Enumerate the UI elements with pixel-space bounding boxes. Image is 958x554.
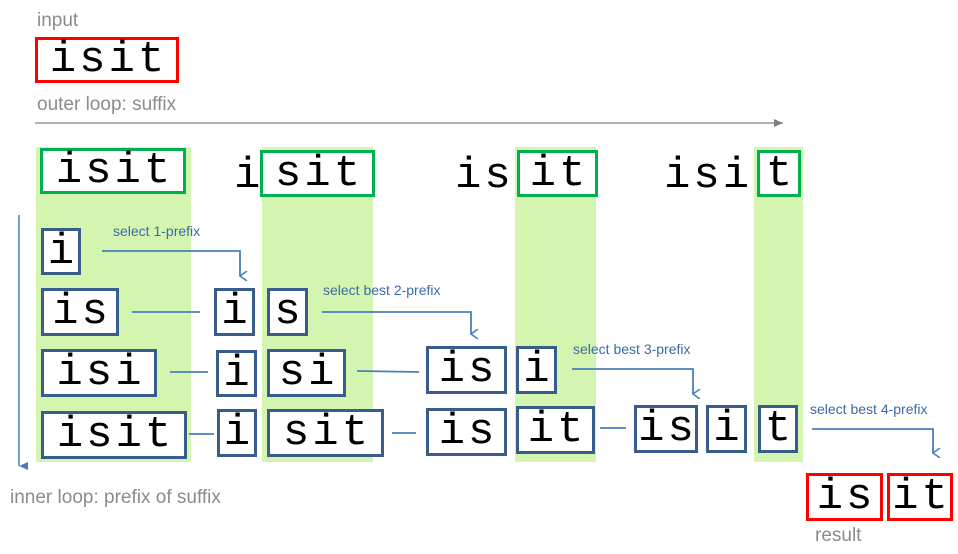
prefix-box: is <box>426 408 507 456</box>
prefix-box: sit <box>267 409 384 457</box>
input-box: isit <box>35 37 179 83</box>
prefix-box: i <box>217 409 257 457</box>
inner-loop-label: inner loop: prefix of suffix <box>10 487 221 508</box>
result-label: result <box>815 525 862 546</box>
suffix-prefix-text: isi <box>664 151 753 201</box>
prefix-box: t <box>758 405 798 453</box>
select-1-arrow <box>102 250 240 276</box>
prefix-box: i <box>216 350 257 397</box>
step-label-4: select best 4-prefix <box>810 401 928 417</box>
input-label: input <box>37 10 79 31</box>
connector <box>356 370 420 373</box>
suffix-box: sit <box>260 150 375 197</box>
result-box: it <box>887 473 953 521</box>
suffix-prefix-text: is <box>455 151 514 201</box>
prefix-box: is <box>426 346 507 394</box>
outer-loop-label: outer loop: suffix <box>37 94 177 115</box>
step-label-1: select 1-prefix <box>113 223 201 239</box>
prefix-box: is <box>41 288 119 336</box>
prefix-box: isi <box>41 349 157 397</box>
select-2-arrow <box>322 311 471 334</box>
suffix-prefix-text: i <box>234 151 264 201</box>
prefix-box: i <box>516 346 557 394</box>
prefix-box: i <box>214 288 255 336</box>
suffix-box: t <box>757 150 801 197</box>
prefix-box: isit <box>41 411 187 459</box>
prefix-box: si <box>267 349 346 397</box>
prefix-box: is <box>634 405 698 453</box>
prefix-box: it <box>516 406 595 454</box>
prefix-box: i <box>706 405 747 453</box>
step-label-3: select best 3-prefix <box>573 341 691 357</box>
select-3-arrow <box>572 368 693 394</box>
step-label-2: select best 2-prefix <box>323 282 441 298</box>
suffix-box: it <box>517 150 598 197</box>
suffix-box: isit <box>40 148 186 194</box>
prefix-box: i <box>41 228 81 275</box>
result-box: is <box>806 473 883 521</box>
prefix-box: s <box>267 288 308 336</box>
select-4-arrow <box>812 428 933 453</box>
